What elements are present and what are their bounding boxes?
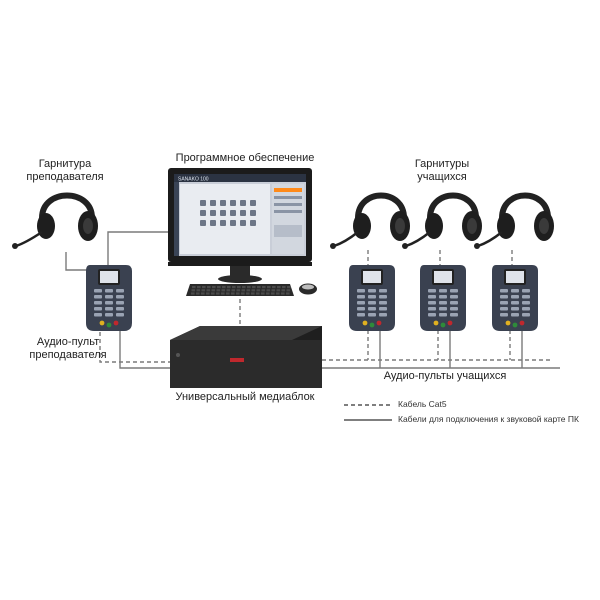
student-tile-icon <box>210 210 216 216</box>
media-block-icon <box>170 326 322 388</box>
software-label: Программное обеспечение <box>175 152 315 164</box>
student-console-icon <box>492 265 538 331</box>
student-headset-icon <box>402 192 482 249</box>
student-tile-icon <box>240 200 246 206</box>
student-tile-icon <box>250 220 256 226</box>
student-tile-icon <box>240 210 246 216</box>
student-tile-icon <box>210 220 216 226</box>
student-consoles-label: Аудио-пульты учащихся <box>383 370 507 382</box>
student-tile-icon <box>210 200 216 206</box>
student-console-icon <box>349 265 395 331</box>
legend-sound-card-label: Кабели для подключения к звуковой карте … <box>398 414 579 424</box>
student-tile-icon <box>220 220 226 226</box>
student-headset-icon <box>474 192 554 249</box>
teacher-console-label: Аудио-пульт преподавателя <box>18 336 118 362</box>
solid-cable-pc-to-teacher <box>107 231 168 265</box>
teacher-headset-icon <box>12 192 98 249</box>
mouse-icon <box>299 283 317 295</box>
teacher-console-icon <box>86 265 132 331</box>
student-tile-icon <box>200 200 206 206</box>
keyboard-icon <box>186 284 294 296</box>
legend-cat5-label: Кабель Cat5 <box>398 399 447 409</box>
student-headsets-label-line-1: Гарнитуры <box>414 158 470 170</box>
teacher-headset-label: Гарнитура преподавателя <box>10 158 120 184</box>
student-headsets-label-line-2: учащихся <box>417 171 467 183</box>
monitor-app-title: SANAKO 100 <box>178 177 209 183</box>
student-tile-icon <box>200 210 206 216</box>
student-tile-icon <box>220 200 226 206</box>
student-tile-icon <box>230 210 236 216</box>
student-console-icon <box>420 265 466 331</box>
student-tile-icon <box>200 220 206 226</box>
teacher-headset-label-line-2: преподавателя <box>26 171 104 183</box>
student-tile-icon <box>220 210 226 216</box>
solid-cable-headset-to-teacher-console <box>65 252 95 271</box>
student-headsets-label: Гарнитуры учащихся <box>392 158 492 184</box>
cat5-cable-teacher-console-to-media <box>99 332 170 363</box>
student-tile-icon <box>250 210 256 216</box>
teacher-console-label-line-2: преподавателя <box>29 349 107 361</box>
student-tile-icon <box>250 200 256 206</box>
media-block-label: Универсальный медиаблок <box>175 391 315 403</box>
student-headset-icon <box>330 192 410 249</box>
student-tile-icon <box>230 220 236 226</box>
student-tile-icon <box>230 200 236 206</box>
teacher-headset-label-line-1: Гарнитура <box>38 158 92 170</box>
student-tile-icon <box>240 220 246 226</box>
solid-cable-teacher-console-to-media <box>119 330 170 369</box>
teacher-console-label-line-1: Аудио-пульт <box>36 336 100 348</box>
monitor-icon: SANAKO 100 <box>168 168 312 283</box>
student-tile-grid <box>200 200 256 226</box>
